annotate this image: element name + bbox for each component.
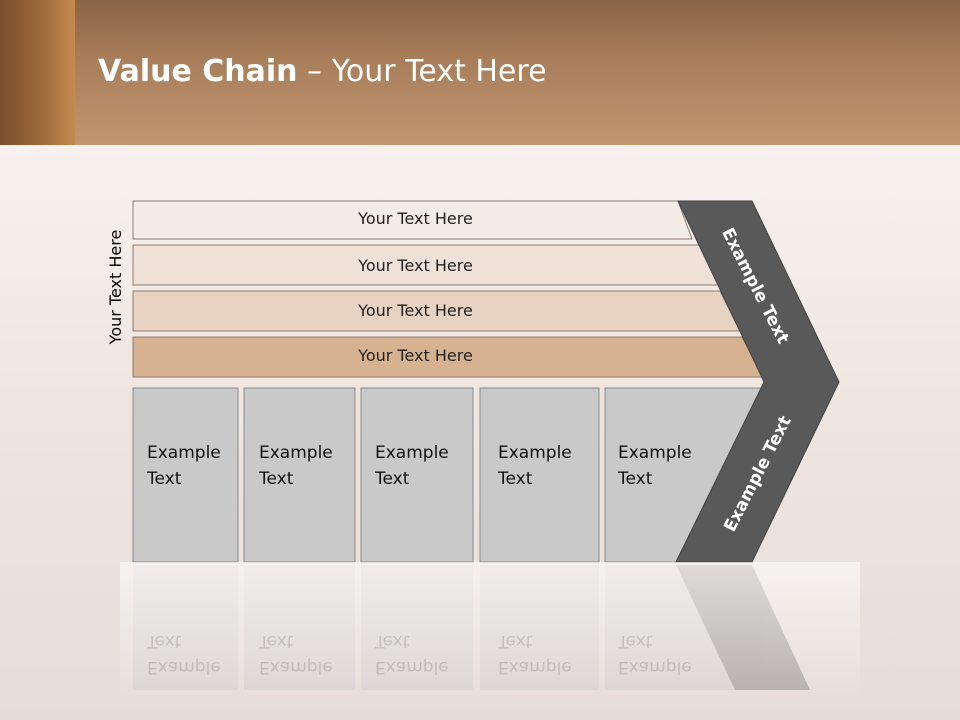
box-2-line1-reflection: Example	[259, 657, 333, 677]
box-5-line1-reflection: Example	[618, 657, 692, 677]
header-accent-block	[0, 0, 75, 145]
box-2-line1: Example	[259, 443, 333, 463]
box-1-line2-reflection: Text	[147, 631, 182, 651]
box-4-line1-reflection: Example	[498, 657, 572, 677]
header-bar	[0, 0, 960, 145]
box-1-label-reflection: Example Text	[147, 628, 247, 680]
reflection-fade	[120, 562, 860, 702]
slide-title: Value Chain – Your Text Here	[98, 54, 547, 89]
box-5-line2: Text	[618, 469, 653, 489]
box-2-line2: Text	[259, 469, 294, 489]
box-1-line2: Text	[147, 469, 182, 489]
box-3-line1-reflection: Example	[375, 657, 449, 677]
box-3-line2-reflection: Text	[375, 631, 410, 651]
box-3-label-reflection: Example Text	[375, 628, 475, 680]
band-3-label: Your Text Here	[358, 301, 473, 320]
title-rest: – Your Text Here	[297, 54, 547, 89]
title-bold: Value Chain	[98, 54, 298, 89]
box-3-line1: Example	[375, 443, 449, 463]
box-5-label-reflection: Example Text	[618, 628, 718, 680]
box-3	[360, 387, 474, 563]
box-4-line2: Text	[498, 469, 533, 489]
band-2-label: Your Text Here	[358, 256, 473, 275]
band-1-label: Your Text Here	[358, 209, 473, 228]
box-1-line1: Example	[147, 443, 221, 463]
box-1-line1-reflection: Example	[147, 657, 221, 677]
box-4	[479, 387, 600, 563]
box-4-line1: Example	[498, 443, 572, 463]
box-4-line2-reflection: Text	[498, 631, 533, 651]
band-1	[132, 200, 693, 240]
box-5-line1: Example	[618, 443, 692, 463]
box-1	[132, 387, 239, 563]
box-2-label-reflection: Example Text	[259, 628, 359, 680]
box-4-label-reflection: Example Text	[498, 628, 598, 680]
box-2	[243, 387, 356, 563]
box-3-line2: Text	[375, 469, 410, 489]
band-4-label: Your Text Here	[358, 346, 473, 365]
box-5-line2-reflection: Text	[618, 631, 653, 651]
box-2-line2-reflection: Text	[259, 631, 294, 651]
